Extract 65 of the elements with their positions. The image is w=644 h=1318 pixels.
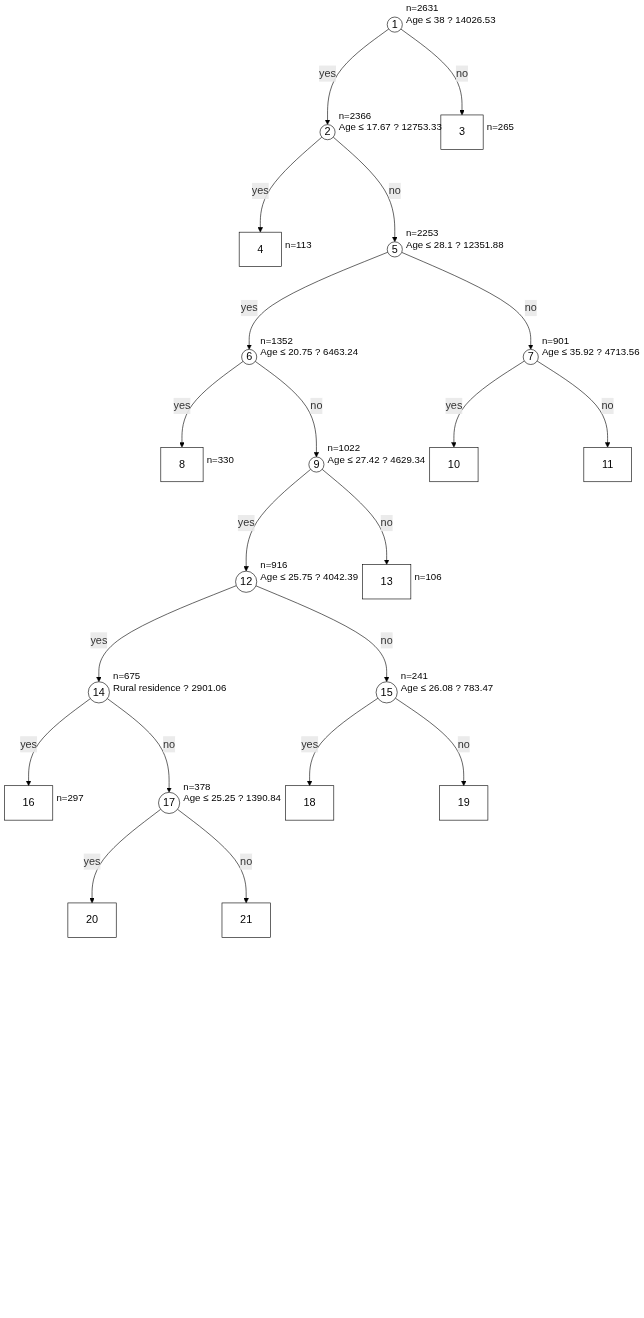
split-rule-label: Age ≤ 35.92 ? 4713.56 — [541, 346, 640, 358]
edge-label: yes — [319, 67, 337, 80]
sample-size-label: n=265 — [486, 121, 514, 133]
split-rule-label: Age ≤ 26.08 ? 783.47 — [400, 681, 494, 693]
edge-label: yes — [83, 855, 101, 868]
edge-label: yes — [251, 184, 269, 197]
split-rule-label: Age ≤ 17.67 ? 12753.33 — [338, 121, 442, 133]
edge-label: yes — [90, 634, 108, 647]
edge-label: no — [457, 737, 470, 751]
split-rule-label: Age ≤ 28.1 ? 12351.88 — [405, 238, 504, 250]
sample-size-label: n=1352 — [260, 334, 293, 346]
sample-size-label: n=916 — [260, 559, 288, 571]
edge-label: yes — [240, 301, 258, 314]
sample-size-label: n=2253 — [405, 227, 439, 239]
node-box: 16 — [4, 785, 54, 821]
node-circle: 7 — [522, 349, 539, 365]
sample-size-label: n=675 — [113, 670, 141, 682]
edge-label: no — [310, 399, 323, 412]
node-circle: 12 — [235, 570, 258, 593]
node-circle: 17 — [158, 792, 180, 814]
node-box: 19 — [439, 785, 489, 821]
split-rule-label: Rural residence ? 2901.06 — [113, 681, 227, 693]
node-circle: 1 — [386, 16, 403, 33]
edge-label: no — [240, 855, 253, 868]
node-box: 13 — [362, 564, 412, 600]
sample-size-label: n=2631 — [405, 2, 439, 14]
node-circle: 5 — [386, 241, 403, 258]
split-rule-label: Age ≤ 38 ? 14026.53 — [405, 13, 496, 25]
sample-size-label: n=1022 — [327, 442, 361, 454]
edge-label: no — [455, 67, 469, 80]
node-circle: 9 — [308, 456, 325, 473]
node-box: 8 — [160, 447, 204, 483]
node-circle: 2 — [319, 124, 336, 141]
node-circle: 15 — [375, 681, 398, 704]
split-rule-label: Age ≤ 25.75 ? 4042.39 — [260, 570, 359, 582]
edge-label: yes — [445, 399, 463, 412]
sample-size-label: n=297 — [56, 792, 84, 804]
edge-label: yes — [20, 737, 38, 751]
edge-label: no — [380, 634, 393, 647]
node-box: 4 — [238, 231, 282, 267]
edge-label: no — [163, 737, 176, 751]
node-box: 11 — [583, 447, 632, 483]
edge-label: yes — [237, 516, 255, 529]
node-box: 21 — [221, 902, 271, 938]
node-box: 20 — [67, 902, 117, 938]
node-box: 18 — [285, 785, 335, 821]
node-circle: 14 — [87, 681, 110, 704]
sample-size-label: n=2366 — [338, 109, 372, 121]
edge-label: no — [601, 399, 614, 412]
edge-label: no — [380, 516, 393, 529]
sample-size-label: n=241 — [400, 670, 428, 682]
edge-label: yes — [173, 399, 191, 412]
sample-size-label: n=106 — [414, 570, 442, 582]
edge-label: no — [524, 301, 537, 314]
split-rule-label: Age ≤ 27.42 ? 4629.34 — [327, 453, 426, 465]
sample-size-label: n=378 — [183, 780, 211, 792]
edge-label: no — [388, 184, 401, 197]
node-circle: 6 — [241, 349, 258, 365]
split-rule-label: Age ≤ 20.75 ? 6463.24 — [260, 346, 359, 358]
node-box: 10 — [429, 447, 479, 483]
split-rule-label: Age ≤ 25.25 ? 1390.84 — [183, 792, 281, 804]
sample-size-label: n=113 — [285, 238, 312, 250]
sample-size-label: n=901 — [541, 334, 570, 346]
sample-size-label: n=330 — [206, 453, 234, 465]
edge-label: yes — [301, 737, 319, 751]
